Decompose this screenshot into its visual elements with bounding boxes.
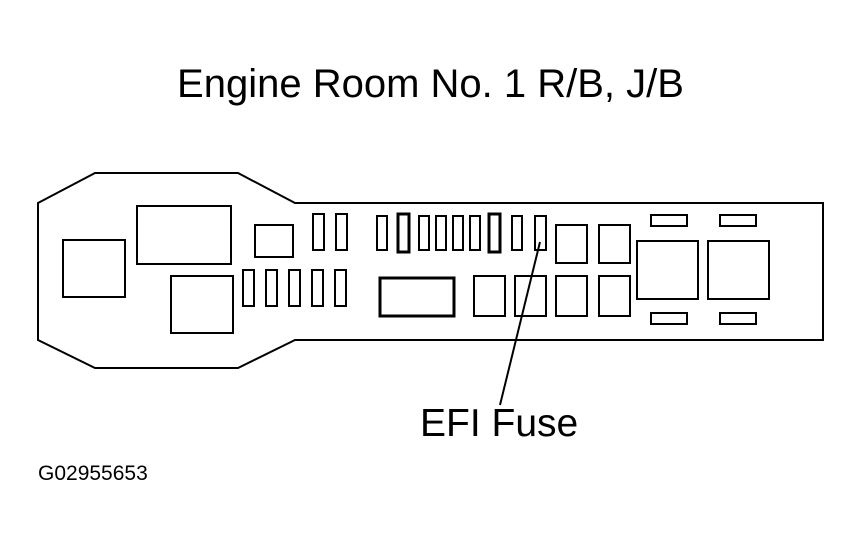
fuse-slot bbox=[469, 215, 481, 251]
relay-block bbox=[473, 275, 506, 317]
fuse-slot bbox=[312, 213, 325, 251]
relay-block bbox=[598, 224, 631, 264]
long-relay-block bbox=[378, 276, 456, 318]
fuse-slot bbox=[511, 215, 523, 251]
fuse-slot bbox=[288, 269, 301, 307]
fuse-slot-horizontal bbox=[650, 312, 688, 325]
relay-block-top-left bbox=[136, 205, 232, 265]
fuse-slot bbox=[435, 215, 447, 251]
fuse-slot bbox=[418, 215, 430, 251]
fuse-slot-horizontal bbox=[719, 312, 757, 325]
efi-fuse-slot bbox=[534, 215, 547, 251]
diagram-title: Engine Room No. 1 R/B, J/B bbox=[177, 62, 684, 106]
fuse-slot bbox=[487, 212, 502, 254]
relay-block bbox=[555, 275, 588, 317]
relay-small-top bbox=[254, 224, 294, 258]
fuse-slot bbox=[265, 269, 278, 307]
fuse-slot bbox=[396, 212, 411, 254]
fuse-slot-horizontal bbox=[719, 214, 757, 227]
fuse-slot bbox=[334, 269, 347, 307]
relay-block bbox=[555, 224, 588, 264]
fuse-slot bbox=[311, 269, 324, 307]
relay-block-right-2 bbox=[707, 240, 770, 300]
junction-block-outline bbox=[37, 172, 824, 369]
fuse-slot bbox=[452, 215, 464, 251]
relay-block bbox=[598, 275, 631, 317]
relay-block-right-1 bbox=[636, 240, 699, 300]
relay-block-left bbox=[62, 239, 126, 298]
figure-id: G02955653 bbox=[38, 462, 148, 485]
fuse-slot-horizontal bbox=[650, 214, 688, 227]
efi-fuse-leader-line bbox=[499, 241, 541, 406]
fuse-slot bbox=[376, 215, 388, 251]
relay-block-bottom-left bbox=[170, 275, 234, 334]
efi-fuse-callout-label: EFI Fuse bbox=[420, 402, 579, 445]
fuse-slot bbox=[242, 269, 255, 307]
fuse-slot bbox=[335, 213, 348, 251]
